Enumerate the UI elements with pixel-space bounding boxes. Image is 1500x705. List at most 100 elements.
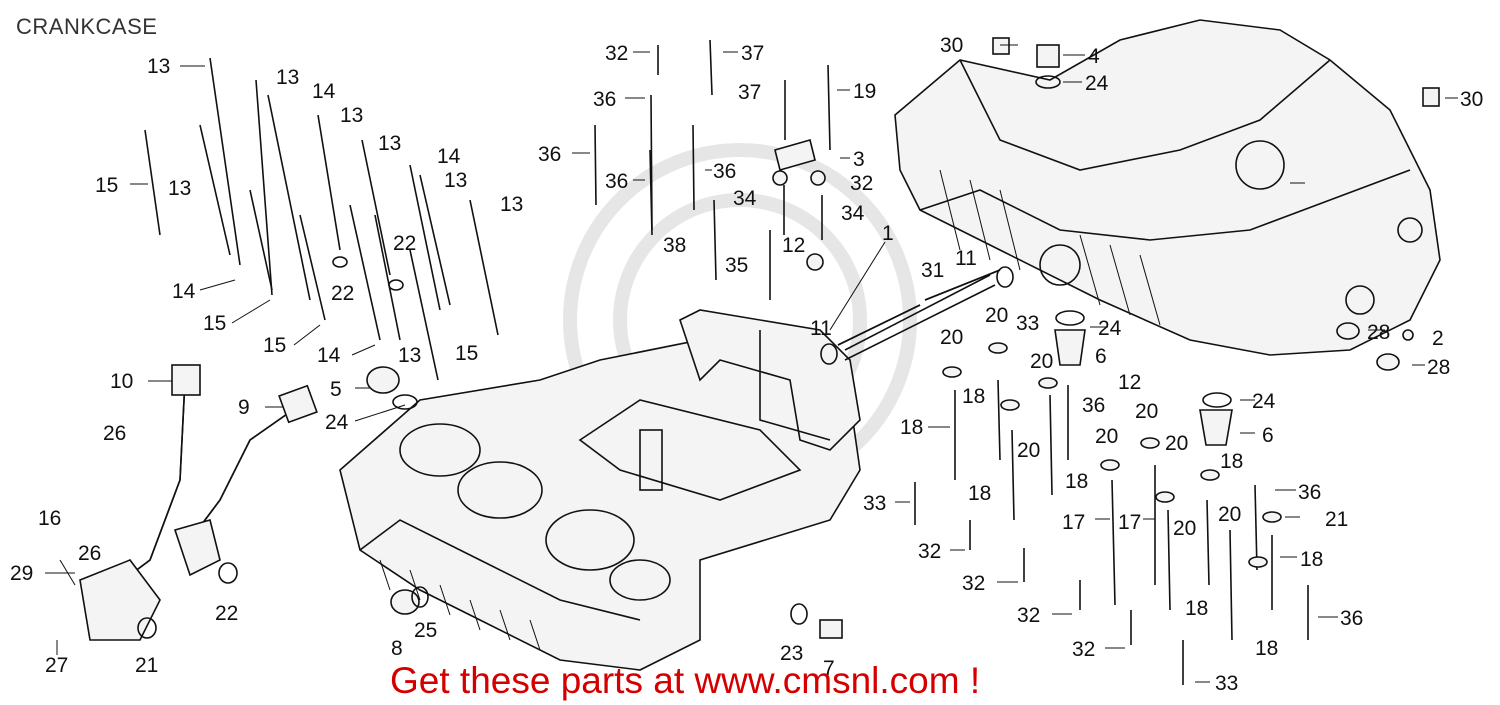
- callout-32: 32: [850, 172, 873, 195]
- callout-4: 4: [1088, 45, 1100, 68]
- callout-24: 24: [1252, 390, 1276, 413]
- callout-21: 22: [215, 602, 238, 625]
- callout-36: 36: [1298, 481, 1321, 504]
- callout-16: 16: [38, 507, 61, 530]
- callout-23: 24: [1085, 72, 1109, 95]
- callout-6: 6: [1262, 424, 1274, 447]
- callout-13: 13: [276, 66, 299, 89]
- callout-32: 32: [605, 42, 628, 65]
- callout-15: 15: [95, 174, 118, 197]
- callout-18: 18: [1065, 470, 1088, 493]
- upper-crankcase: [894, 19, 1441, 356]
- small-parts: [137, 37, 1440, 639]
- callout-33: 33: [1215, 672, 1238, 695]
- callout-32: 32: [918, 540, 941, 563]
- callout-19: 19: [853, 80, 876, 103]
- page-title: CRANKCASE: [16, 14, 158, 39]
- callout-12: 12: [782, 234, 805, 257]
- callout-labels: 13 13 14 13 13 14 13 13 15 13 14 15 15 1…: [10, 34, 1483, 695]
- callout-35: 35: [725, 254, 748, 277]
- callout-8: 8: [391, 637, 403, 660]
- callout-29: 29: [10, 562, 33, 585]
- callout-11: 11: [810, 317, 832, 340]
- callout-22: 23: [780, 642, 803, 665]
- leader-lines: [45, 44, 1458, 683]
- callout-33: 33: [1016, 312, 1039, 335]
- callout-38: 38: [663, 234, 686, 257]
- callout-15: 15: [455, 342, 478, 365]
- callout-18: 18: [1255, 637, 1278, 660]
- callout-32: 32: [1072, 638, 1095, 661]
- callout-24: 24: [1098, 317, 1122, 340]
- callout-32: 32: [962, 572, 985, 595]
- callout-34: 34: [841, 202, 865, 225]
- callout-36: 36: [1340, 607, 1363, 630]
- callout-30: 30: [1460, 88, 1483, 111]
- callout-24: 24: [325, 411, 349, 434]
- callout-20: 20: [1017, 439, 1040, 462]
- callout-34: 34: [733, 187, 757, 210]
- callout-13: 13: [500, 193, 523, 216]
- callout-20: 20: [1030, 350, 1053, 373]
- callout-25: 25: [414, 619, 437, 642]
- callout-22: 22: [331, 282, 354, 305]
- callout-26: 26: [78, 542, 101, 565]
- oil-pipe-assembly: [679, 274, 996, 451]
- callout-26: 26: [103, 422, 126, 445]
- callout-9: 9: [238, 396, 250, 419]
- callout-20: 20: [985, 304, 1008, 327]
- callout-14: 14: [437, 145, 461, 168]
- callout-15: 15: [263, 334, 286, 357]
- callout-18: 18: [1300, 548, 1323, 571]
- callout-13: 13: [168, 177, 191, 200]
- callout-2: 2: [1432, 327, 1444, 350]
- callout-12: 12: [1118, 371, 1141, 394]
- callout-6: 6: [1095, 345, 1107, 368]
- callout-36: 36: [538, 143, 561, 166]
- callout-21: 21: [135, 654, 158, 677]
- callout-30: 30: [940, 34, 963, 57]
- callout-20: 21: [1325, 508, 1348, 531]
- callout-14: 14: [172, 280, 196, 303]
- callout-36: 36: [713, 160, 736, 183]
- callout-1: 1: [882, 222, 894, 245]
- callout-20: 20: [1135, 400, 1158, 423]
- lower-crankcase: [339, 339, 861, 671]
- callout-32: 32: [1017, 604, 1040, 627]
- callout-5: 5: [330, 378, 342, 401]
- callout-18: 18: [968, 482, 991, 505]
- callout-15: 15: [203, 312, 226, 335]
- callout-20: 20: [1173, 517, 1196, 540]
- callout-13: 13: [147, 55, 170, 78]
- callout-10: 10: [110, 370, 133, 393]
- callout-13: 13: [340, 104, 363, 127]
- callout-13: 13: [378, 132, 401, 155]
- callout-13: 13: [398, 344, 421, 367]
- callout-31: 31: [921, 259, 944, 282]
- callout-7: 7: [823, 657, 835, 680]
- callout-11: 11: [955, 247, 977, 270]
- callout-36: 36: [605, 170, 628, 193]
- callout-18: 18: [900, 416, 923, 439]
- oil-hoses: [79, 269, 1001, 641]
- callout-14: 14: [312, 80, 336, 103]
- callout-3: 3: [853, 148, 865, 171]
- callout-37: 37: [738, 81, 761, 104]
- callout-13: 13: [444, 169, 467, 192]
- callout-20: 20: [1095, 425, 1118, 448]
- callout-27: 28: [1367, 321, 1390, 344]
- callout-20: 20: [1165, 432, 1188, 455]
- callout-14: 14: [317, 344, 341, 367]
- callout-22: 22: [393, 232, 416, 255]
- callout-18: 18: [1185, 597, 1208, 620]
- callout-20: 20: [940, 326, 963, 349]
- callout-33: 33: [863, 492, 886, 515]
- callout-26: 27: [45, 654, 68, 677]
- callout-18: 18: [1220, 450, 1243, 473]
- callout-20: 20: [1218, 503, 1241, 526]
- callout-17: 17: [1118, 511, 1141, 534]
- callout-37: 37: [741, 42, 764, 65]
- callout-17: 17: [1062, 511, 1085, 534]
- footer-promo-text: Get these parts at www.cmsnl.com !: [390, 660, 981, 701]
